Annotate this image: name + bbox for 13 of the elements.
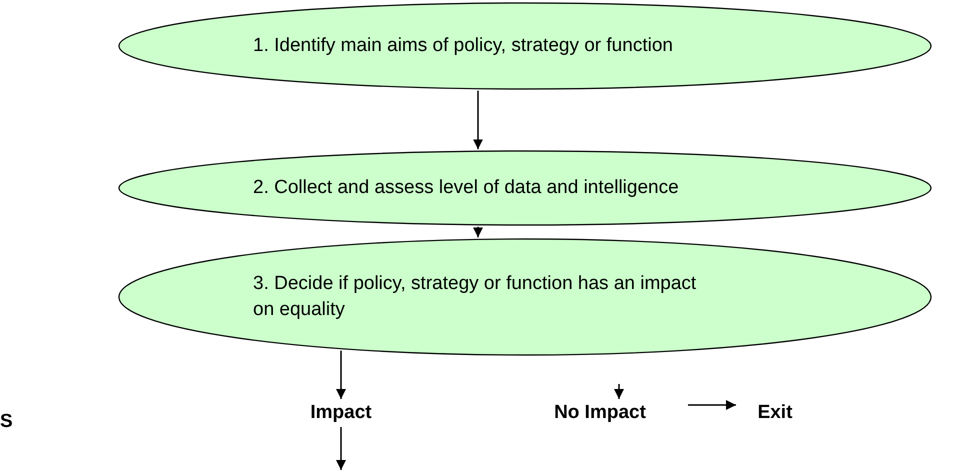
arrow [473,226,483,238]
step-text: 2. Collect and assess level of data and intelligence [253,176,679,200]
fragment-label: S [0,410,13,434]
outcome-text: Impact [310,400,372,425]
step-text: 1. Identify main aims of policy, strategy or function [253,34,673,58]
arrow [336,427,346,470]
arrow [473,90,483,150]
outcome-text: Exit [758,400,792,425]
outcome-text: No Impact [554,400,646,425]
arrow [688,400,736,410]
arrow [614,384,624,399]
arrow [336,350,346,399]
step-text: 3. Decide if policy, strategy or function has an impact on equality [253,272,698,322]
